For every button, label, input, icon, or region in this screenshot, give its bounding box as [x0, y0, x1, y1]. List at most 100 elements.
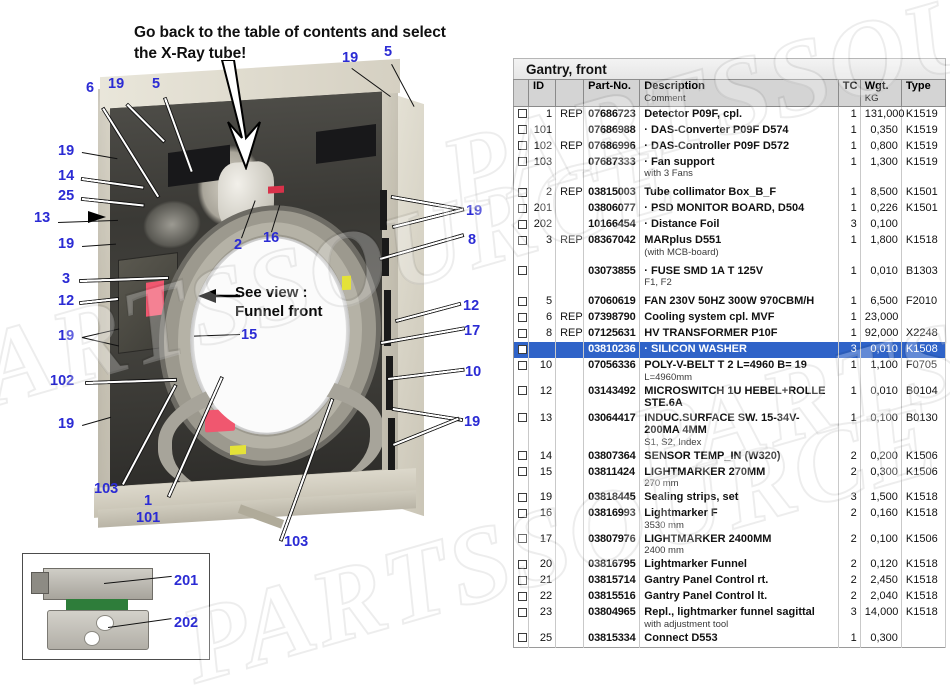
row-checkbox[interactable]: [518, 467, 527, 477]
header-description[interactable]: Description Comment: [639, 79, 839, 107]
row-checkbox-cell[interactable]: [513, 573, 530, 589]
row-checkbox-cell[interactable]: [513, 122, 530, 139]
row-checkbox-cell[interactable]: [513, 490, 530, 506]
cell-part-no[interactable]: 03816795: [583, 557, 641, 573]
row-checkbox-cell[interactable]: [513, 464, 530, 490]
cell-part-no[interactable]: 03073855: [583, 263, 641, 289]
cell-part-no[interactable]: 07060619: [583, 294, 641, 310]
row-checkbox-cell[interactable]: [513, 605, 530, 631]
cell-part-no[interactable]: 03818445: [583, 490, 641, 506]
row-checkbox-cell[interactable]: [513, 201, 530, 217]
row-checkbox[interactable]: [518, 559, 527, 569]
cell-part-no[interactable]: 03815334: [583, 630, 641, 647]
header-tc[interactable]: TC: [838, 79, 861, 107]
row-checkbox-cell[interactable]: [513, 342, 530, 358]
cell-part-no[interactable]: 03804965: [583, 605, 641, 631]
row-checkbox-cell[interactable]: [513, 217, 530, 233]
row-checkbox[interactable]: [518, 235, 527, 245]
cell-part-no[interactable]: 10166454: [583, 217, 641, 233]
cell-part-no[interactable]: 07056336: [583, 358, 641, 384]
row-checkbox[interactable]: [518, 125, 527, 135]
row-checkbox[interactable]: [518, 575, 527, 585]
cell-part-no[interactable]: 03816993: [583, 506, 641, 532]
row-checkbox-cell[interactable]: [513, 138, 530, 155]
row-checkbox-cell[interactable]: [513, 326, 530, 342]
cell-part-no[interactable]: 07686723: [583, 106, 641, 123]
row-checkbox[interactable]: [518, 413, 527, 423]
row-checkbox-cell[interactable]: [513, 589, 530, 605]
row-checkbox-cell[interactable]: [513, 383, 530, 411]
row-checkbox-cell[interactable]: [513, 106, 530, 123]
row-checkbox-cell[interactable]: [513, 448, 530, 465]
cell-part-no[interactable]: 07686988: [583, 122, 641, 139]
row-checkbox[interactable]: [518, 508, 527, 518]
cell-part-no[interactable]: 07686996: [583, 138, 641, 155]
row-checkbox-cell[interactable]: [513, 557, 530, 573]
row-checkbox[interactable]: [518, 591, 527, 601]
cell-part-no[interactable]: 07687333: [583, 154, 641, 180]
row-checkbox-cell[interactable]: [513, 154, 530, 180]
row-checkbox-cell[interactable]: [513, 506, 530, 532]
row-checkbox[interactable]: [518, 492, 527, 502]
row-checkbox[interactable]: [518, 328, 527, 338]
header-id[interactable]: ID: [528, 79, 557, 107]
row-checkbox[interactable]: [518, 312, 527, 322]
row-checkbox[interactable]: [518, 633, 527, 643]
row-checkbox[interactable]: [518, 157, 527, 167]
row-checkbox-cell[interactable]: [513, 185, 530, 201]
cell-part-no[interactable]: 07398790: [583, 310, 641, 326]
cell-part-no[interactable]: 03064417: [583, 410, 641, 449]
row-checkbox[interactable]: [518, 296, 527, 306]
row-checkbox-cell[interactable]: [513, 358, 530, 384]
row-checkbox[interactable]: [518, 109, 527, 119]
row-checkbox[interactable]: [518, 534, 527, 544]
row-checkbox-cell[interactable]: [513, 310, 530, 326]
row-checkbox[interactable]: [518, 360, 527, 370]
row-checkbox[interactable]: [518, 344, 527, 354]
row-checkbox-cell[interactable]: [513, 531, 530, 557]
row-checkbox-cell[interactable]: [513, 630, 530, 647]
row-checkbox[interactable]: [518, 386, 527, 396]
cell-part-no[interactable]: 03807976: [583, 531, 641, 557]
row-checkbox[interactable]: [518, 219, 527, 229]
cell-part-no[interactable]: 03815714: [583, 573, 641, 589]
cell-part-no[interactable]: 03815003: [583, 185, 641, 201]
header-type[interactable]: Type: [901, 79, 947, 107]
row-checkbox[interactable]: [518, 607, 527, 617]
row-checkbox-cell[interactable]: [513, 294, 530, 310]
cell-part-no[interactable]: 03815516: [583, 589, 641, 605]
header-part-no[interactable]: Part-No.: [583, 79, 641, 107]
row-checkbox[interactable]: [518, 187, 527, 197]
row-checkbox[interactable]: [518, 451, 527, 461]
row-checkbox-cell[interactable]: [513, 410, 530, 449]
row-checkbox-cell[interactable]: [513, 263, 530, 289]
cell-part-no[interactable]: 03807364: [583, 448, 641, 465]
cell-part-no[interactable]: 03806077: [583, 201, 641, 217]
cell-part-no[interactable]: 03143492: [583, 383, 641, 411]
row-checkbox-cell[interactable]: [513, 233, 530, 259]
